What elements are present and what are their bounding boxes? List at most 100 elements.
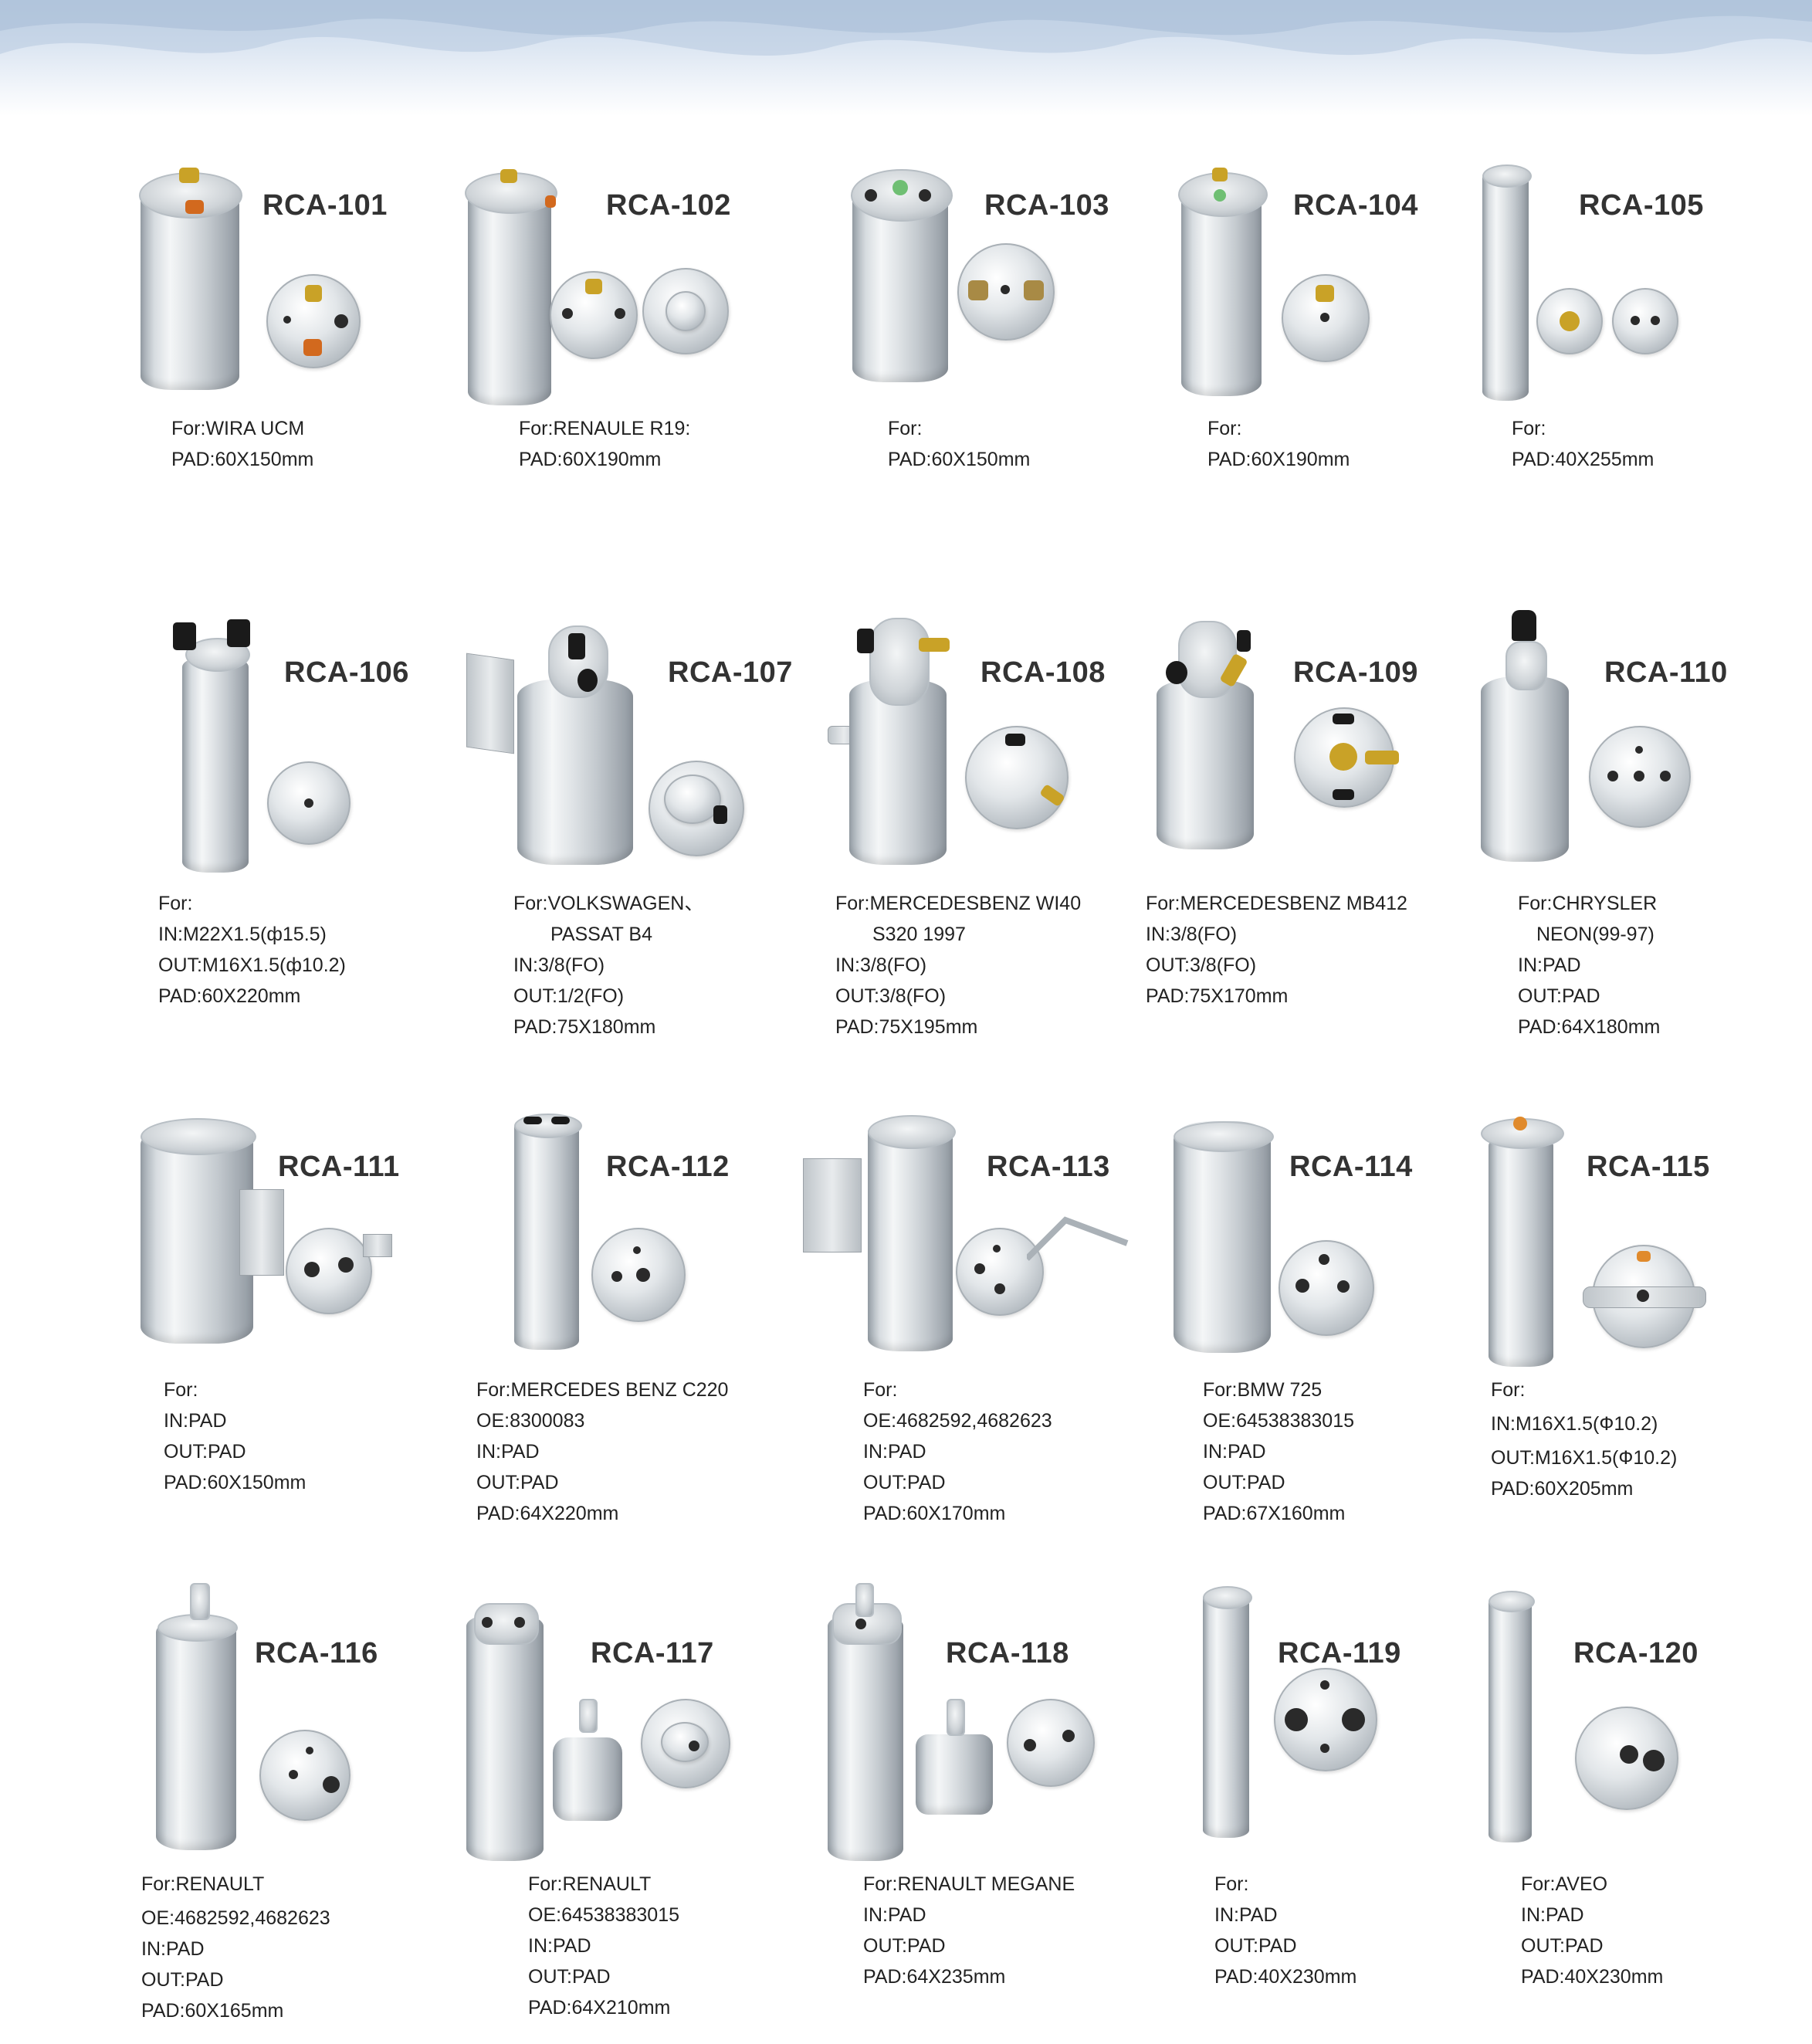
drier-end-view [286,1228,372,1314]
drier-cap [1482,164,1532,188]
port-hole-icon [689,1741,699,1751]
rubber-cap-icon [857,629,874,653]
port-hole-icon [1651,316,1660,325]
product-specs: For: IN:M16X1.5(Ф10.2) OUT:M16X1.5(Ф10.2… [1491,1379,1678,1500]
port-hole-icon [482,1617,493,1628]
inlet-stub [855,1583,874,1617]
port-hole-icon [865,189,877,202]
port-hole-icon [1337,1280,1350,1293]
port-hole-icon [1320,1744,1329,1753]
brass-port-icon [585,279,602,294]
port-hole-icon [1607,771,1618,781]
port-hole-icon [633,1246,641,1254]
product-code: RCA-116 [255,1637,378,1669]
drier-cylinder [141,1127,253,1344]
product-code: RCA-112 [606,1151,730,1183]
mounting-strap [1027,1216,1129,1261]
drier-cylinder [182,656,249,873]
port-hole-icon [1634,771,1644,781]
port-hole-icon [283,316,291,324]
product-code: RCA-103 [984,189,1109,222]
drier-cap [1174,1121,1274,1152]
drier-cylinder [849,680,947,865]
brass-fitting-icon [1365,751,1399,764]
drier-cylinder [466,1614,544,1861]
inlet-stub [579,1699,598,1733]
rubber-cap-icon [1333,714,1354,724]
drier-end-view [1612,288,1678,354]
brass-fitting-icon [1329,743,1357,771]
copper-fitting-icon [1513,1117,1527,1130]
drier-cap [1203,1586,1252,1609]
port-hole-icon [611,1271,622,1282]
port-hole-icon [1637,1290,1649,1302]
port-hole-icon [615,308,625,319]
port-hole-icon [1295,1279,1309,1293]
product-code: RCA-107 [668,656,793,689]
rubber-cap-icon [1237,630,1251,652]
rubber-cap-icon [551,1117,570,1124]
drier-end-view [642,268,729,354]
port-hole-icon [1319,1254,1329,1265]
mounting-bracket [466,653,514,754]
mounting-bracket [363,1234,392,1257]
product-code: RCA-114 [1289,1151,1413,1183]
brass-port-icon [1560,311,1580,331]
drier-boss-icon [664,775,721,824]
rubber-cap-icon [1333,789,1354,800]
product-code: RCA-119 [1278,1637,1401,1669]
drier-end-view [1583,1245,1706,1348]
brass-fitting-icon [919,638,950,652]
drier-end-view [1589,726,1691,828]
drier-end-view [956,1228,1044,1316]
port-hole-icon [1024,1739,1036,1751]
copper-port-icon [303,339,322,356]
port-hole-icon [562,308,573,319]
product-code: RCA-108 [981,656,1106,689]
mounting-bracket [239,1189,284,1276]
port-hole-icon [636,1268,650,1282]
drier-end-view [259,1730,351,1821]
rubber-cap-icon [713,805,727,824]
brass-port-icon [1316,285,1334,302]
port-hole-icon [1285,1708,1308,1731]
port-hole-icon [338,1257,354,1273]
copper-port-icon [1637,1251,1651,1262]
product-specs: For:IN:M22X1.5(ф15.5) OUT:M16X1.5(ф10.2)… [158,893,346,1007]
drier-cap [141,1118,256,1155]
product-code: RCA-118 [946,1637,1069,1669]
drier-cap [1489,1591,1535,1612]
drier-head-view [553,1737,622,1821]
drier-head-view [916,1734,993,1815]
product-card-rca-116: RCA-116 For:RENAULT OE:4682592,4682623 I… [131,1583,471,2039]
drier-cap [869,618,930,706]
drier-cylinder [468,181,551,405]
drier-end-view [267,761,351,845]
port-hole-icon [919,189,931,202]
brass-port-icon [1024,280,1044,300]
port-hole-icon [1620,1745,1638,1764]
drier-cylinder [517,680,633,865]
product-specs: For:VOLKSWAGEN、PASSAT B4 IN:3/8(FO)OUT:1… [513,893,704,1038]
product-specs: For:PAD:40X255mm [1512,418,1655,470]
drier-cylinder [1181,181,1262,396]
drier-cap [1178,621,1237,698]
port-hole-icon [289,1770,298,1779]
product-code: RCA-115 [1587,1151,1710,1183]
